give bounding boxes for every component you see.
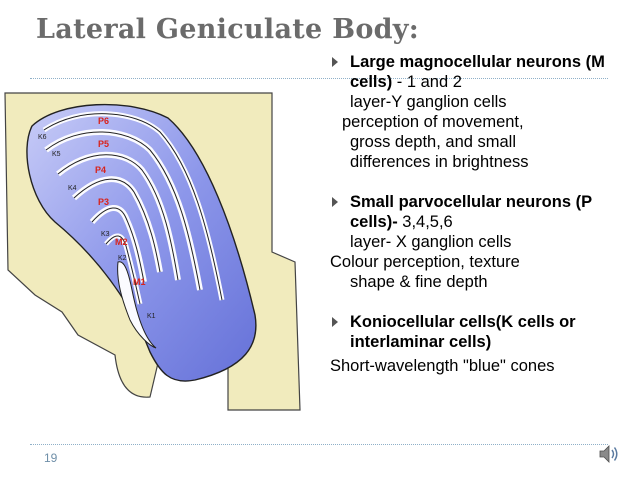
- slide-title: Lateral Geniculate Body:: [36, 14, 420, 45]
- label-m2: M2: [115, 237, 128, 247]
- label-p4: P4: [95, 165, 106, 175]
- p-desc-line1: Colour perception, texture: [330, 253, 520, 271]
- label-p5: P5: [98, 139, 109, 149]
- p-cells-heading: Small parvocellular neurons (P cells)-: [350, 193, 592, 231]
- lgn-diagram: P6 P5 P4 P3 M2 M1 K6 K5 K4 K3 K2 K1: [4, 92, 301, 411]
- p-cells-layers: 3,4,5,6: [397, 213, 453, 231]
- m-cells-heading: Large magnocellular neurons (M cells): [350, 53, 605, 91]
- bullet-arrow-icon: [332, 317, 338, 327]
- m-desc-line1: perception of movement,: [342, 113, 524, 131]
- bullet-arrow-icon: [332, 197, 338, 207]
- label-k4: K4: [68, 185, 77, 192]
- bullet-m-cells: Large magnocellular neurons (M cells) - …: [330, 52, 630, 92]
- k-cells-heading: Koniocellular cells(K cells or interlami…: [350, 313, 576, 351]
- hilum: [117, 261, 157, 349]
- label-k3: K3: [101, 231, 110, 238]
- m-cells-layers: - 1 and 2: [392, 73, 462, 91]
- bullet-p-cells: Small parvocellular neurons (P cells)- 3…: [330, 192, 630, 232]
- p-desc-line2: shape & fine depth: [350, 273, 488, 291]
- k-desc-line1: Short-wavelength "blue" cones: [330, 357, 555, 375]
- page-number: 19: [44, 451, 58, 465]
- speaker-icon[interactable]: [597, 442, 621, 466]
- top-rule: [30, 78, 608, 79]
- bullet-k-cells: Koniocellular cells(K cells or interlami…: [330, 312, 630, 352]
- p-cells-line2: layer- X ganglion cells: [350, 233, 512, 251]
- label-k1: K1: [147, 313, 156, 320]
- bottom-rule: [30, 444, 608, 445]
- label-p3: P3: [98, 197, 109, 207]
- label-m1: M1: [133, 277, 146, 287]
- m-desc-line3: differences in brightness: [350, 153, 529, 171]
- label-p6: P6: [98, 116, 109, 126]
- slide-text: Large magnocellular neurons (M cells) - …: [330, 52, 630, 376]
- label-k5: K5: [52, 151, 61, 158]
- m-cells-line2: layer-Y ganglion cells: [350, 93, 507, 111]
- m-desc-line2: gross depth, and small: [350, 133, 517, 151]
- layer-m1: [26, 103, 257, 382]
- label-k6: K6: [38, 134, 47, 141]
- bullet-arrow-icon: [332, 57, 338, 67]
- label-k2: K2: [118, 255, 127, 262]
